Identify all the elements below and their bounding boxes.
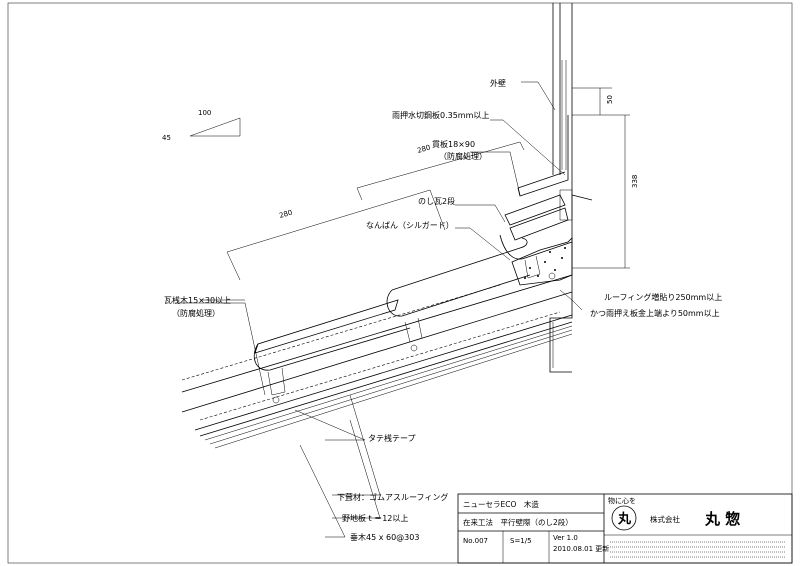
title-date: 2010.08.01 更新 [553,544,609,553]
roof-tiles [253,237,556,404]
title-scale: S=1/5 [510,537,532,545]
label-underlay: 下葺材：ゴムアスルーフィング [337,492,448,502]
title-project: ニューセラECO 木造 [463,499,539,509]
drawing-border [7,2,793,564]
company-address-lines [610,541,785,558]
pitch-run-label: 100 [198,109,211,117]
label-noshi: のし瓦2段 [418,196,455,206]
company-logo: 丸 [617,511,632,527]
company-motto: 物に心を [608,496,636,505]
company-name: 丸 惣 [704,510,740,528]
label-roofing-1: ルーフィング増貼り250mm以上 [604,292,722,302]
dim-338: 338 [631,175,639,188]
label-flashing: 雨押水切鋼板0.35mm以上 [392,110,489,120]
nanban-mortar [511,237,573,286]
label-batten-note: （防腐処理） [172,308,220,318]
label-nanban: なんばん（シルガード） [366,220,454,230]
label-board: 貫板18×90 [432,139,475,149]
title-block [457,493,793,564]
dim-280-upper: 280 [416,144,431,155]
flashing [517,115,593,221]
title-version: Ver 1.0 [553,534,578,542]
label-outer-wall: 外壁 [490,78,506,88]
dim-280-lower: 280 [278,209,293,220]
dimension-lines [226,87,630,281]
label-batten: 瓦桟木15×30以上 [164,295,231,305]
label-board-note: （防腐処理） [439,151,487,161]
pitch-indicator: 100 45 [162,109,241,142]
label-sheathing: 野地板 t ＝12以上 [342,513,408,523]
company-prefix: 株式会社 [650,514,680,524]
leader-lines [175,81,583,538]
noshi-tiles [499,194,573,260]
label-tape: タテ桟テープ [368,433,416,443]
outer-wall [549,3,573,373]
label-rafter: 垂木45 x 60@303 [350,532,419,542]
dim-50: 50 [606,95,614,104]
roof-substrate [181,274,573,449]
label-roofing-2: かつ雨押え板金上端より50mm以上 [590,308,720,318]
pitch-rise-label: 45 [162,134,171,142]
title-drawing: 在来工法 平行壁際（のし2段） [463,517,573,527]
title-number: No.007 [463,537,488,545]
